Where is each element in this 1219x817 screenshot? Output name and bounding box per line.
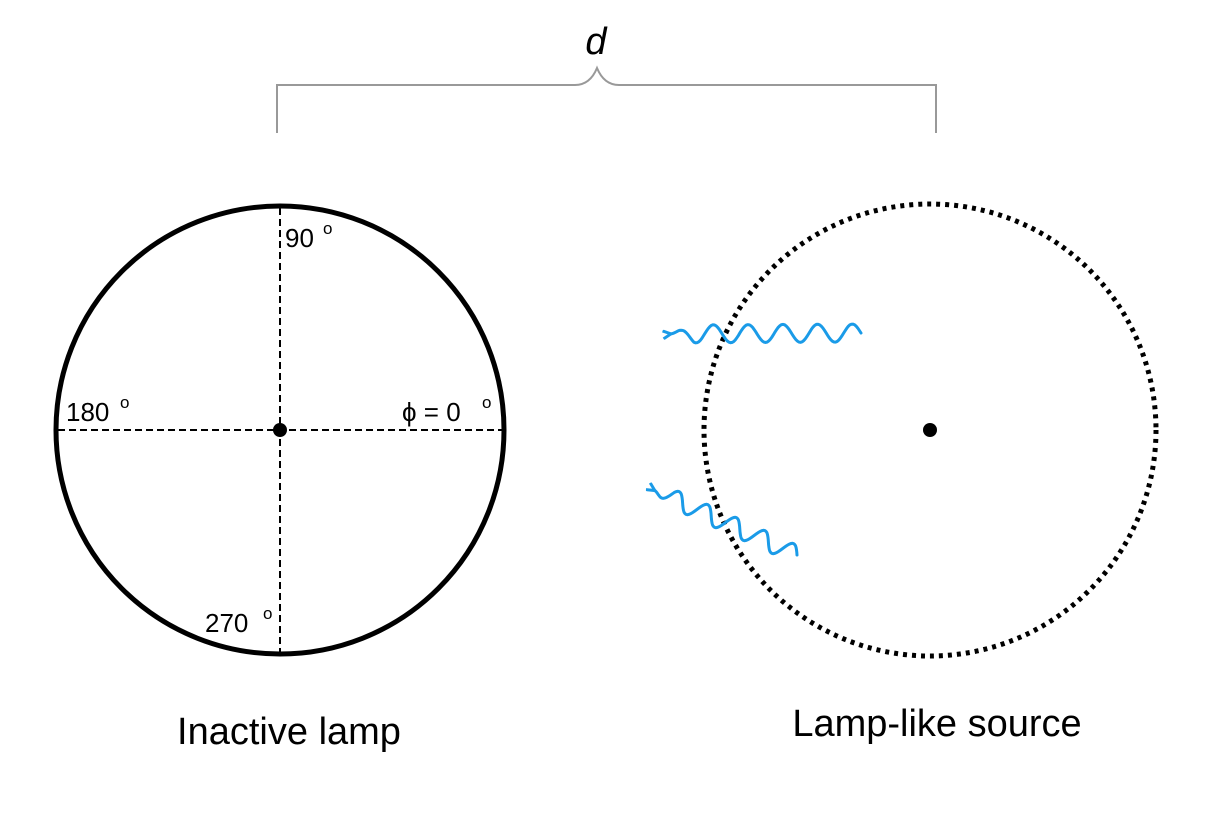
- source-caption: Lamp-like source: [792, 703, 1081, 745]
- source-center-dot: [923, 423, 937, 437]
- angle-degree-0: o: [482, 393, 491, 412]
- inactive-lamp: 90 o 180 o ϕ = 0 o 270 o: [53, 203, 507, 657]
- angle-label-270: 270: [205, 608, 248, 638]
- source-dotted-circle: [701, 201, 1159, 659]
- inactive-lamp-center-dot: [273, 423, 287, 437]
- angle-degree-90: o: [323, 219, 332, 238]
- angle-label-90: 90: [285, 223, 314, 253]
- photon-wave-arrow-icon: [670, 322, 863, 345]
- angle-label-0: ϕ = 0: [402, 397, 461, 427]
- lamp-like-source: [701, 201, 1159, 659]
- angle-label-180: 180: [66, 397, 109, 427]
- inactive-lamp-caption: Inactive lamp: [177, 711, 401, 753]
- angle-degree-180: o: [120, 393, 129, 412]
- distance-bracket: [276, 65, 937, 133]
- distance-label: d: [585, 21, 608, 63]
- photon-wave-arrow-icon: [654, 490, 799, 557]
- angle-degree-270: o: [263, 604, 272, 623]
